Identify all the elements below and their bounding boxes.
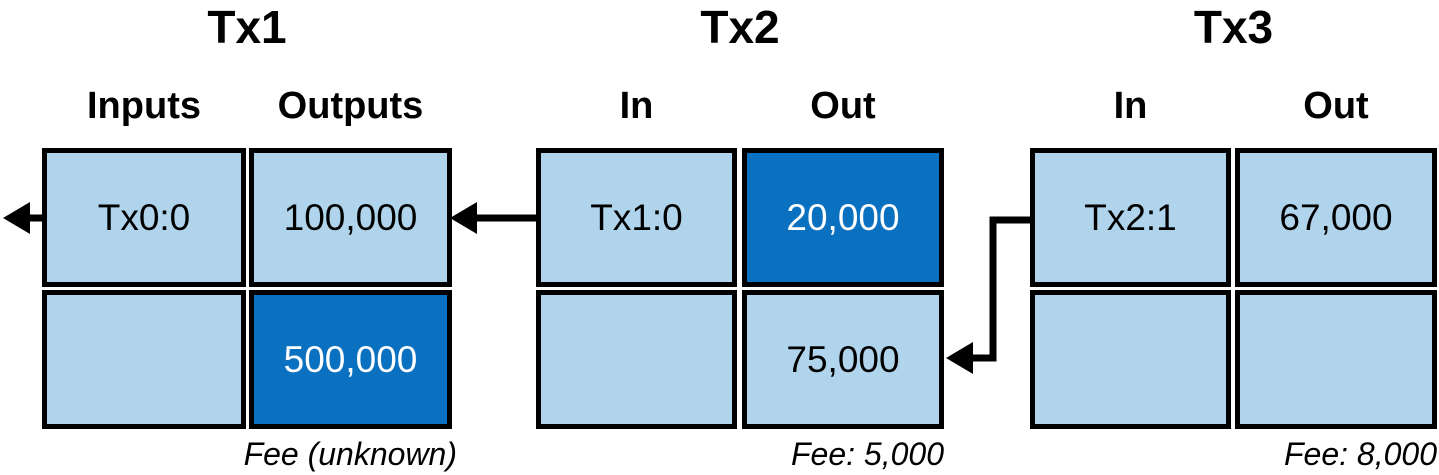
- tx2-out-header: Out: [810, 85, 876, 127]
- tx3-output-cell-0: 67,000: [1235, 148, 1437, 287]
- tx2-output-cell-1: 75,000: [742, 290, 944, 429]
- arrow-tx2-input-to-tx1-output-icon: [450, 202, 538, 234]
- tx3-title: Tx3: [1193, 1, 1274, 53]
- tx3-output-cell-1: [1235, 290, 1437, 429]
- tx1-inputs-header: Inputs: [87, 85, 201, 127]
- tx3-out-header: Out: [1303, 85, 1369, 127]
- tx1-title: Tx1: [207, 1, 287, 53]
- arrow-tx1-input-to-left-icon: [3, 202, 44, 234]
- tx2-in-header: In: [619, 85, 654, 127]
- arrow-tx3-input-to-tx2-output-icon: [946, 216, 1032, 374]
- tx1-input-cell-1: [42, 290, 246, 429]
- tx3-input-cell-1: [1030, 290, 1231, 429]
- tx3-fee-label: Fee: 8,000: [1284, 436, 1437, 472]
- tx1-output-cell-0: 100,000: [249, 148, 452, 287]
- tx2-input-cell-0: Tx1:0: [536, 148, 737, 287]
- tx2-output-cell-0-highlighted: 20,000: [742, 148, 944, 287]
- tx2-fee-label: Fee: 5,000: [791, 436, 944, 472]
- tx3-input-cell-0: Tx2:1: [1030, 148, 1231, 287]
- tx1-fee-label: Fee (unknown): [243, 436, 457, 472]
- tx1-output-cell-1-highlighted: 500,000: [249, 290, 452, 429]
- tx2-title: Tx2: [700, 1, 780, 53]
- tx3-in-header: In: [1113, 85, 1148, 127]
- tx1-outputs-header: Outputs: [277, 85, 424, 127]
- tx2-input-cell-1: [536, 290, 737, 429]
- tx1-input-cell-0: Tx0:0: [42, 148, 246, 287]
